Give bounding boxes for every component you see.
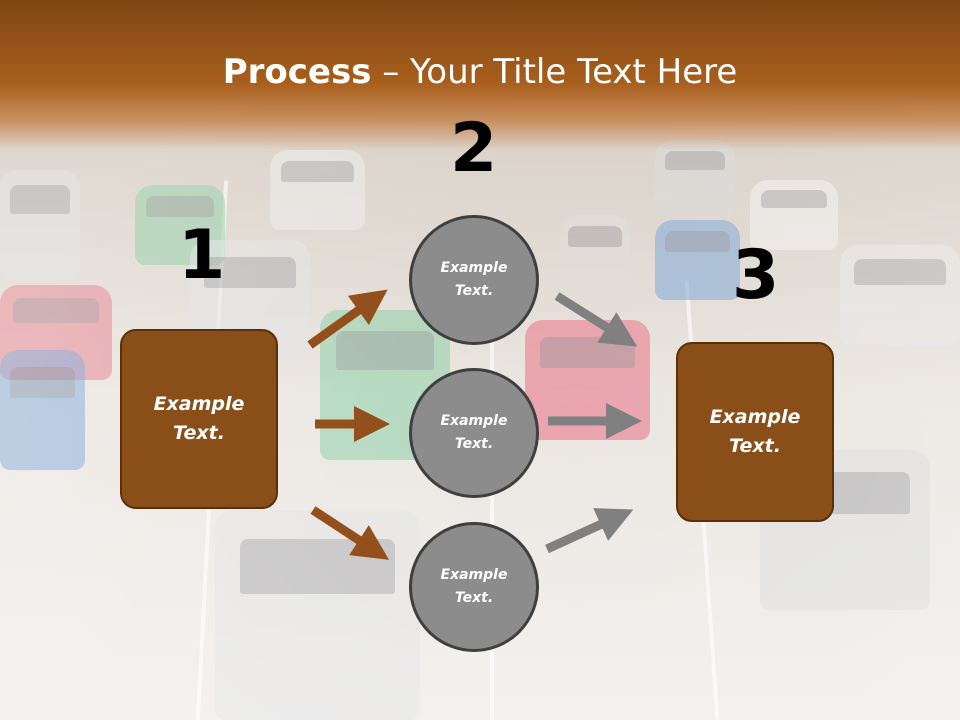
step-number-2: 2 bbox=[450, 109, 498, 188]
circle-bottom-text: Example Text. bbox=[440, 567, 508, 606]
circle-top: Example Text. bbox=[409, 215, 539, 345]
circle-top-text: Example Text. bbox=[440, 260, 508, 299]
title-bold: Process bbox=[222, 52, 372, 92]
arrow-right-icon bbox=[545, 508, 634, 554]
title-rest: – Your Title Text Here bbox=[371, 52, 738, 92]
left-text-box: Example Text. bbox=[120, 329, 278, 509]
right-text-box: Example Text. bbox=[676, 342, 834, 522]
circle-middle-text: Example Text. bbox=[440, 413, 508, 452]
right-box-text: Example Text. bbox=[709, 406, 801, 457]
arrow-right-icon bbox=[307, 289, 388, 349]
left-box-text: Example Text. bbox=[153, 393, 245, 444]
step-number-3: 3 bbox=[732, 236, 780, 315]
arrow-right-icon bbox=[554, 292, 638, 347]
step-number-1: 1 bbox=[178, 216, 226, 295]
circle-middle: Example Text. bbox=[409, 368, 539, 498]
circle-bottom: Example Text. bbox=[409, 522, 539, 652]
arrow-right-icon bbox=[310, 506, 390, 560]
title-band bbox=[0, 0, 960, 150]
page-title: Process – Your Title Text Here bbox=[0, 52, 960, 92]
